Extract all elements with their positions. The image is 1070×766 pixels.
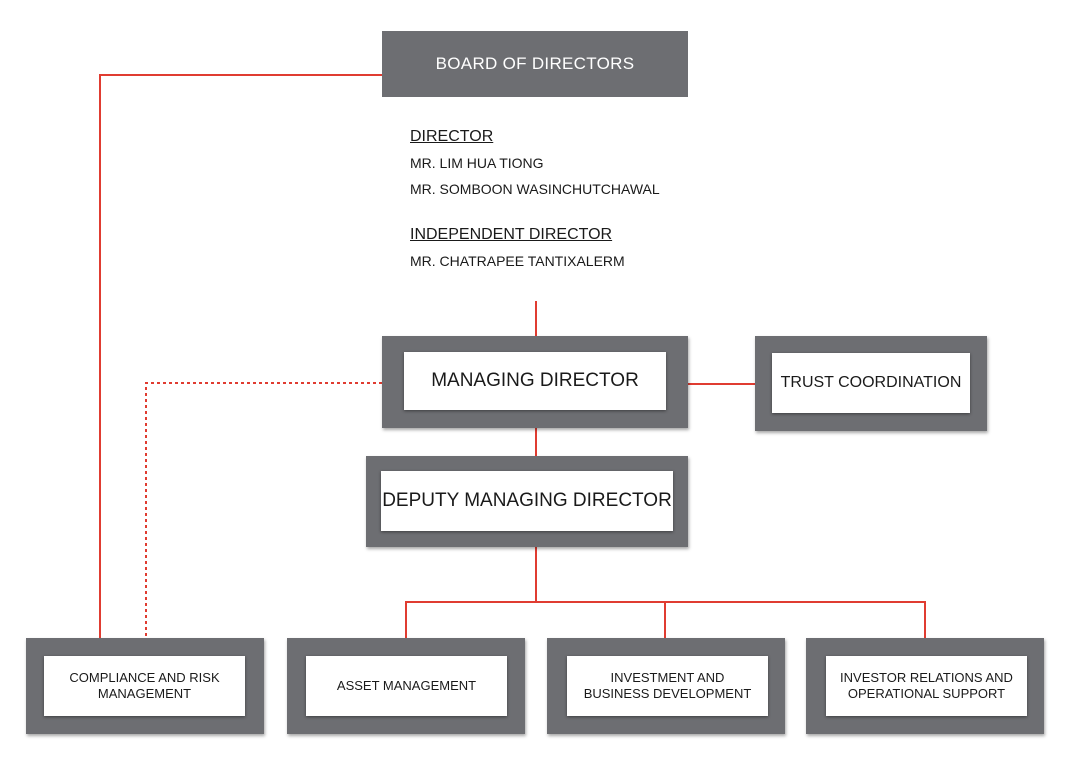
department-label: ASSET MANAGEMENT	[306, 656, 507, 716]
director-name: MR. SOMBOON WASINCHUTCHAWAL	[410, 181, 660, 197]
deputy-managing-director-label: DEPUTY MANAGING DIRECTOR	[381, 471, 673, 531]
department-box-asset-management: ASSET MANAGEMENT	[287, 638, 525, 734]
department-label: INVESTOR RELATIONS AND OPERATIONAL SUPPO…	[826, 656, 1027, 716]
managing-director-box: MANAGING DIRECTOR	[382, 336, 688, 428]
deputy-managing-director-box: DEPUTY MANAGING DIRECTOR	[366, 456, 688, 547]
department-box-investment: INVESTMENT AND BUSINESS DEVELOPMENT	[547, 638, 785, 734]
md-compliance-dotted-line	[145, 382, 382, 638]
board-title: BOARD OF DIRECTORS	[435, 54, 635, 73]
trust-coordination-label: TRUST COORDINATION	[772, 353, 970, 413]
department-box-investor-relations: INVESTOR RELATIONS AND OPERATIONAL SUPPO…	[806, 638, 1044, 734]
board-compliance-line	[99, 74, 382, 638]
department-box-compliance: COMPLIANCE AND RISK MANAGEMENT	[26, 638, 264, 734]
board-of-directors-box: BOARD OF DIRECTORS	[382, 31, 688, 97]
director-heading: DIRECTOR	[410, 128, 494, 145]
director-list: DIRECTOR MR. LIM HUA TIONG MR. SOMBOON W…	[410, 124, 660, 202]
independent-director-name: MR. CHATRAPEE TANTIXALERM	[410, 253, 625, 269]
trust-coordination-box: TRUST COORDINATION	[755, 336, 987, 431]
independent-director-list: INDEPENDENT DIRECTOR MR. CHATRAPEE TANTI…	[410, 222, 625, 274]
department-label: COMPLIANCE AND RISK MANAGEMENT	[44, 656, 245, 716]
independent-director-heading: INDEPENDENT DIRECTOR	[410, 226, 613, 243]
department-label: INVESTMENT AND BUSINESS DEVELOPMENT	[567, 656, 768, 716]
managing-director-label: MANAGING DIRECTOR	[404, 352, 666, 410]
director-name: MR. LIM HUA TIONG	[410, 155, 544, 171]
